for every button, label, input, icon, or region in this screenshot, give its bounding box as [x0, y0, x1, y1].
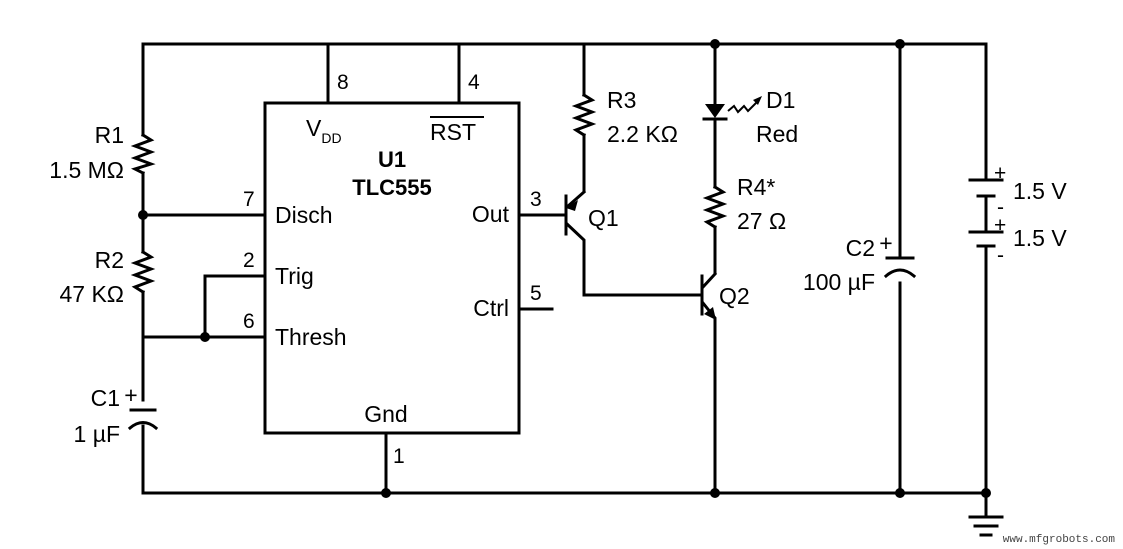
r3-resistor	[571, 92, 597, 138]
q2-ref-label: Q2	[719, 283, 750, 309]
pin-5-number: 5	[530, 282, 542, 305]
d1-light-arrowhead	[753, 96, 762, 105]
c1-value-label: 1 µF	[74, 421, 120, 447]
pin-1-number: 1	[393, 445, 405, 468]
d1-light-arrow	[727, 100, 759, 114]
c2-plate-bottom	[883, 268, 917, 279]
c1-plus-sign: +	[124, 382, 137, 408]
battery2-value-label: 1.5 V	[1013, 225, 1067, 251]
ic-out-label: Out	[472, 201, 510, 227]
ic-gnd-label: Gnd	[364, 401, 407, 427]
junction-dot	[710, 488, 720, 498]
r4-ref-label: R4*	[737, 174, 775, 200]
ic-thresh-label: Thresh	[275, 324, 347, 350]
ic-ctrl-label: Ctrl	[473, 295, 509, 321]
battery2-minus-sign: -	[997, 244, 1004, 267]
pin2-wire	[203, 274, 267, 339]
battery1-plus-sign: +	[994, 162, 1006, 185]
d1-ref-label: D1	[766, 87, 795, 113]
pin-4-number: 4	[468, 71, 480, 94]
q1-transistor	[564, 189, 704, 297]
r1-ref-label: R1	[95, 122, 124, 148]
junction-dot	[981, 488, 991, 498]
c1-ref-label: C1	[91, 385, 120, 411]
c1-plate-bottom	[127, 421, 159, 431]
r2-value-label: 47 KΩ	[59, 281, 124, 307]
ic-part-label: TLC555	[352, 175, 431, 200]
junction-dot	[200, 332, 210, 342]
r4-resistor	[702, 184, 728, 230]
junction-dot	[381, 488, 391, 498]
r2-resistor	[130, 249, 156, 295]
ic-vdd-label: VDD	[306, 115, 342, 146]
d1-value-label: Red	[756, 121, 798, 147]
r2-ref-label: R2	[95, 247, 124, 273]
junction-dot	[138, 210, 148, 220]
q2-transistor	[700, 271, 718, 495]
r3-value-label: 2.2 KΩ	[607, 121, 678, 147]
ground-icon	[968, 491, 1004, 537]
ic-disch-label: Disch	[275, 202, 333, 228]
pin-8-number: 8	[337, 71, 349, 94]
ic-ref-label: U1	[378, 147, 406, 172]
pin-6-number: 6	[243, 310, 255, 333]
pin-3-number: 3	[530, 188, 542, 211]
junction-dot	[895, 39, 905, 49]
ic-trig-label: Trig	[275, 263, 314, 289]
c2-value-label: 100 µF	[803, 269, 875, 295]
c2-plus-sign: +	[879, 230, 892, 256]
ic-rst-label: RST	[430, 119, 476, 145]
q1-ref-label: Q1	[588, 205, 619, 231]
ic-u1-body	[263, 101, 521, 435]
pin-2-number: 2	[243, 249, 255, 272]
junction-dot	[895, 488, 905, 498]
r1-value-label: 1.5 MΩ	[49, 157, 124, 183]
r3-ref-label: R3	[607, 87, 636, 113]
battery1-minus-sign: -	[997, 196, 1004, 219]
r1-resistor	[130, 132, 156, 176]
d1-led-diode	[705, 104, 725, 118]
r4-value-label: 27 Ω	[737, 208, 786, 234]
junction-dot	[710, 39, 720, 49]
battery2-plus-sign: +	[994, 214, 1006, 237]
c2-ref-label: C2	[846, 235, 875, 261]
battery1-value-label: 1.5 V	[1013, 178, 1067, 204]
watermark-text: www.mfgrobots.com	[1003, 534, 1116, 546]
pin-7-number: 7	[243, 188, 255, 211]
